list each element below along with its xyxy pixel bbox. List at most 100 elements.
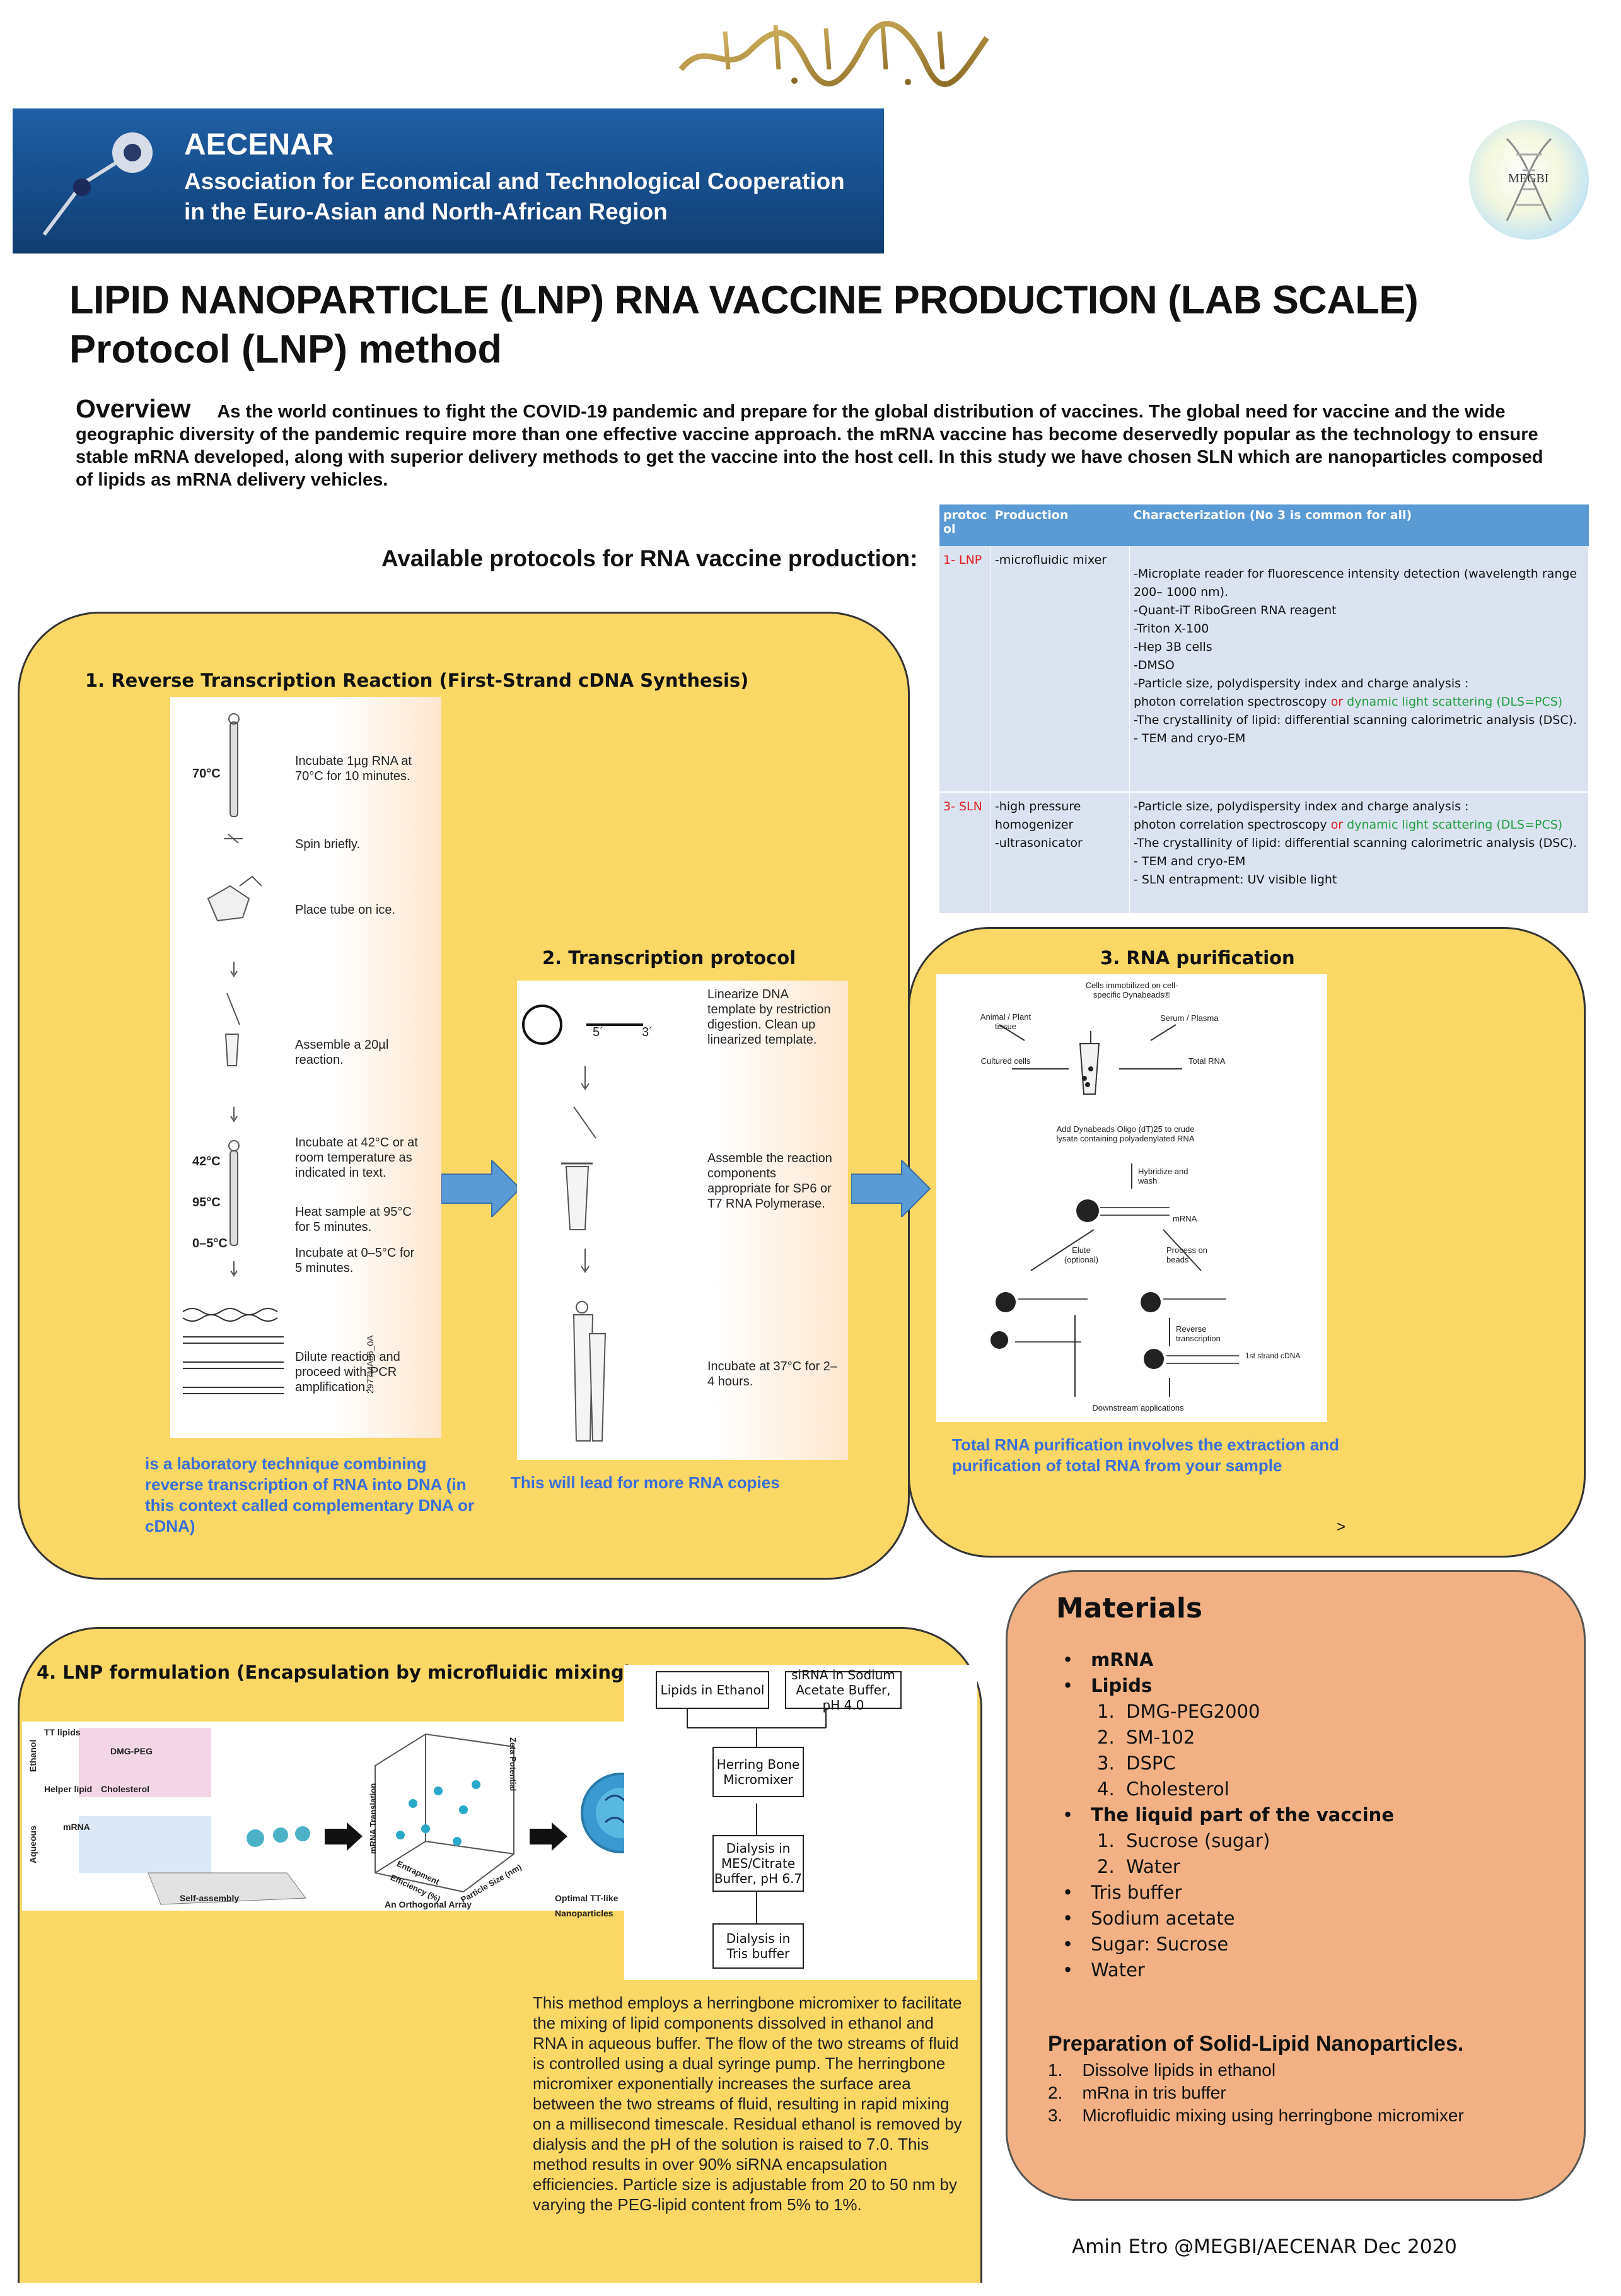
- table-header-characterization: Characterization (No 3 is common for all…: [1129, 504, 1589, 546]
- char-item: photon correlation spectroscopy or dynam…: [1134, 816, 1584, 834]
- material-lipids: Lipids: [1091, 1675, 1153, 1696]
- rp-label-total-rna: Total RNA: [1188, 1056, 1226, 1066]
- rp-label-rt: Reverse transcription: [1176, 1324, 1221, 1343]
- list-item: •The liquid part of the vaccine: [1062, 1804, 1394, 1826]
- lnp-label-self-assembly: Self-assembly: [180, 1893, 240, 1903]
- char-item: -Microplate reader for fluorescence inte…: [1133, 567, 1577, 599]
- rp-label-cultured: Cultured cells: [980, 1056, 1031, 1066]
- lnp-label-ethanol: Ethanol: [28, 1739, 38, 1772]
- rp-label-dynabeads: Add Dynabeads Oligo (dT)25 to crude lysa…: [1056, 1124, 1195, 1143]
- lnp-label-cholesterol: Cholesterol: [101, 1784, 150, 1794]
- rt-caption: is a laboratory technique combining reve…: [145, 1454, 475, 1536]
- material-sub: Water: [1126, 1856, 1180, 1877]
- tx-five-prime: 5´: [593, 1025, 604, 1039]
- material-water: Water: [1091, 1959, 1145, 1981]
- char-or: or: [1330, 818, 1344, 832]
- char-item: -Hep 3B cells: [1133, 640, 1212, 654]
- char-item: - SLN entrapment: UV visible light: [1133, 873, 1337, 887]
- char-item: -Quant-iT RiboGreen RNA reagent: [1133, 603, 1337, 617]
- flow-box-dialysis-tris: Dialysis in Tris buffer: [712, 1923, 804, 1969]
- list-item: 2. SM-102: [1097, 1727, 1195, 1748]
- material-liquid: The liquid part of the vaccine: [1091, 1804, 1394, 1826]
- rt-step-5: Incubate at 42°C or at room temperature …: [295, 1136, 418, 1180]
- char-or: or: [1330, 695, 1344, 709]
- protocols-table: protoc ol Production Characterization (N…: [939, 504, 1589, 914]
- char-item: -DMSO: [1133, 658, 1175, 672]
- rt-step-6: Heat sample at 95°C for 5 minutes.: [295, 1205, 412, 1234]
- rt-section-title: 1. Reverse Transcription Reaction (First…: [85, 670, 749, 691]
- table-cell-characterization: -Particle size, polydispersity index and…: [1129, 792, 1589, 914]
- rt-temp-05: 0–5°C: [192, 1237, 228, 1250]
- transcription-section-title: 2. Transcription protocol: [542, 947, 796, 969]
- list-item: 2. Water: [1097, 1856, 1180, 1877]
- list-item: 1. Sucrose (sugar): [1097, 1830, 1270, 1851]
- char-dls: dynamic light scattering (DLS=PCS): [1343, 695, 1563, 709]
- material-mrna: mRNA: [1091, 1649, 1154, 1670]
- prep-step: Microfluidic mixing using herringbone mi…: [1082, 2106, 1464, 2125]
- lnp-figure: TT lipids DMG-PEG Helper lipid Cholester…: [22, 1722, 662, 1918]
- rt-figure: 70°C Incubate 1µg RNA at 70°C for 10 min…: [170, 697, 441, 1438]
- rp-label-serum: Serum / Plasma: [1160, 1013, 1219, 1023]
- table-cell-protocol: 3- SLN: [939, 792, 991, 914]
- lnp-section-title: 4. LNP formulation (Encapsulation by mic…: [37, 1662, 633, 1683]
- flow-box-sirna: siRNA in Sodium Acetate Buffer, pH 4.0: [785, 1667, 902, 1713]
- rp-label-mrna: mRNA: [1173, 1214, 1197, 1223]
- footer-credit: Amin Etro @MEGBI/AECENAR Dec 2020: [1072, 2235, 1457, 2258]
- flow-box-dialysis-mes: Dialysis in MES/Citrate Buffer, pH 6.7: [712, 1835, 804, 1892]
- rna-purification-caption: Total RNA purification involves the extr…: [952, 1435, 1339, 1475]
- flow-box-micromixer: Herring Bone Micromixer: [712, 1747, 804, 1797]
- flow-box-lipids: Lipids in Ethanol: [656, 1671, 769, 1709]
- megbi-logo-icon: [1506, 137, 1552, 221]
- rna-purification-figure: Cells immobilized on cell-specific Dynab…: [936, 974, 1327, 1422]
- lnp-label-optimal: Optimal TT-like Nanoparticles: [555, 1893, 619, 1918]
- available-protocols-label: Available protocols for RNA vaccine prod…: [381, 545, 918, 571]
- prod-item: -high pressure homogenizer: [994, 800, 1081, 832]
- lnp-label-tt-lipids: TT lipids: [44, 1727, 81, 1737]
- material-sub: DSPC: [1126, 1752, 1176, 1774]
- char-item: -The crystallinity of lipid: differentia…: [1133, 713, 1577, 727]
- list-item: 3. DSPC: [1097, 1752, 1176, 1774]
- list-item: 1. DMG-PEG2000: [1097, 1701, 1260, 1722]
- rna-purification-diagram: [991, 1024, 1239, 1397]
- megbi-logo: MEGBI: [1469, 120, 1589, 240]
- char-item: photon correlation spectroscopy or dynam…: [1134, 693, 1584, 711]
- rp-label-cells: Cells immobilized on cell-specific Dynab…: [1085, 981, 1178, 999]
- aecenar-logo-icon: [42, 132, 153, 236]
- char-text: photon correlation spectroscopy: [1133, 695, 1331, 709]
- rp-label-downstream: Downstream applications: [1092, 1403, 1184, 1413]
- rt-temp-70: 70°C: [192, 767, 221, 781]
- char-item: -Triton X-100: [1133, 622, 1209, 636]
- material-sub: Sucrose (sugar): [1126, 1830, 1270, 1851]
- material-sub: Cholesterol: [1126, 1778, 1229, 1800]
- rt-step-2: Spin briefly.: [295, 837, 361, 851]
- list-item: •Water: [1062, 1959, 1145, 1981]
- prod-item: -ultrasonicator: [994, 836, 1083, 850]
- page-subtitle: Protocol (LNP) method: [69, 327, 502, 371]
- rt-temp-95: 95°C: [192, 1196, 221, 1209]
- tx-step-2: Assemble the reaction components appropr…: [707, 1151, 832, 1211]
- char-item: -Particle size, polydispersity index and…: [1133, 800, 1469, 813]
- table-cell-characterization: -Microplate reader for fluorescence inte…: [1129, 546, 1589, 793]
- page-title: LIPID NANOPARTICLE (LNP) RNA VACCINE PRO…: [69, 278, 1419, 322]
- char-item: -Particle size, polydispersity index and…: [1133, 677, 1469, 691]
- material-sub: DMG-PEG2000: [1126, 1701, 1260, 1722]
- material-tris: Tris buffer: [1091, 1882, 1182, 1903]
- flowchart-connectors: [687, 1709, 827, 1923]
- lnp-axis-translation: mRNA Translation: [368, 1783, 378, 1854]
- rt-step-7: Incubate at 0–5°C for 5 minutes.: [295, 1246, 415, 1275]
- transcription-diagram: [522, 1005, 643, 1442]
- lnp-method-text: This method employs a herringbone microm…: [533, 1993, 962, 2214]
- table-header-production: Production: [991, 504, 1130, 546]
- rt-step-4: Assemble a 20µl reaction.: [295, 1038, 389, 1067]
- list-item: 2. mRna in tris buffer: [1048, 2083, 1226, 2102]
- char-dls: dynamic light scattering (DLS=PCS): [1343, 818, 1563, 832]
- banner-sub-line2: in the Euro-Asian and North-African Regi…: [184, 199, 668, 224]
- transcription-caption: This will lead for more RNA copies: [511, 1473, 780, 1492]
- transcription-figure: 5´ 3´ Linearize DNA template by restrict…: [517, 981, 848, 1460]
- tx-step-1: Linearize DNA template by restriction di…: [707, 988, 831, 1047]
- lnp-formulation-diagram: [79, 1728, 661, 1905]
- lnp-flowchart: Lipids in Ethanol siRNA in Sodium Acetat…: [624, 1665, 977, 1980]
- banner-sub-line1: Association for Economical and Technolog…: [184, 168, 845, 194]
- rna-purification-title: 3. RNA purification: [1100, 947, 1295, 969]
- lnp-label-dmg-peg: DMG-PEG: [110, 1746, 153, 1756]
